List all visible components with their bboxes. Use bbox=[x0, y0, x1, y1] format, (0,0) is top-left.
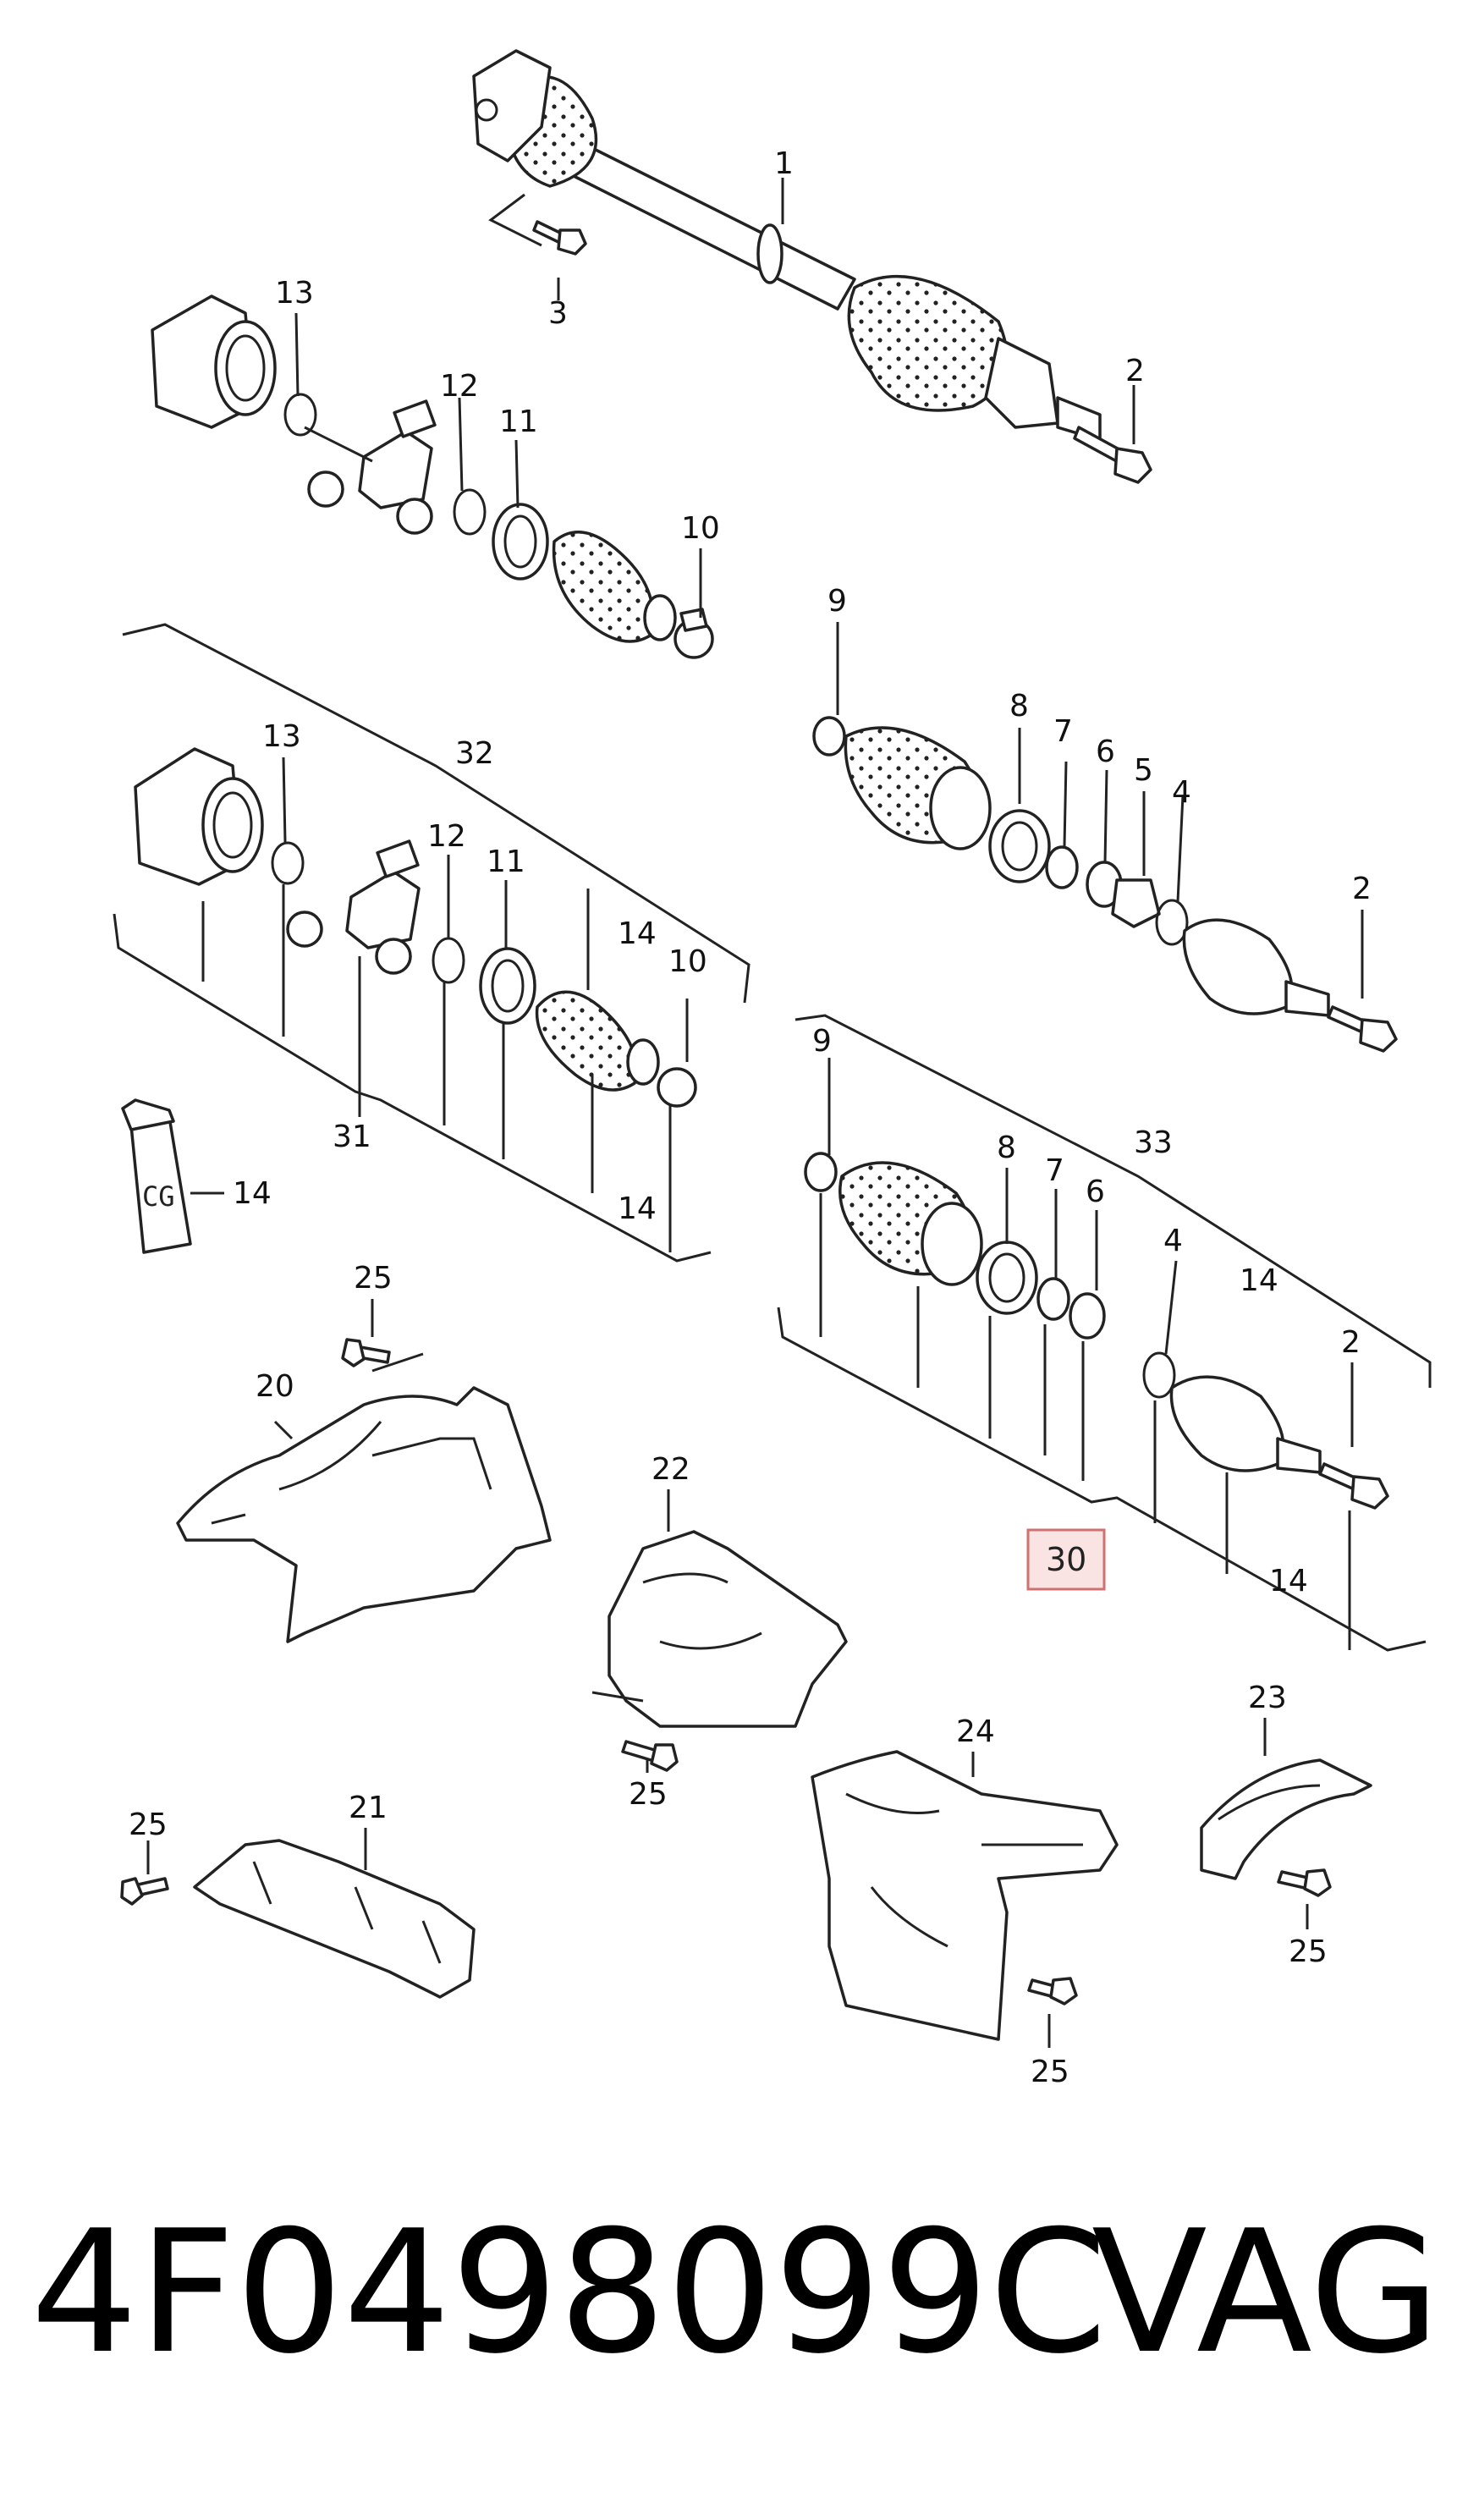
label-33: 33 bbox=[1134, 1125, 1173, 1160]
label-24: 24 bbox=[956, 1714, 995, 1749]
brand-name: VAG bbox=[1091, 2194, 1441, 2391]
heat-shield-21 bbox=[193, 1839, 476, 1999]
label-14-tube: 14 bbox=[233, 1176, 272, 1211]
label-8-top: 8 bbox=[1009, 689, 1029, 724]
outer-joint-parts-top bbox=[812, 716, 1398, 1053]
label-11-top: 11 bbox=[499, 404, 538, 439]
label-25-a: 25 bbox=[354, 1261, 393, 1296]
grease-tube: CG bbox=[121, 1098, 224, 1254]
label-22: 22 bbox=[652, 1452, 690, 1487]
label-9-top: 9 bbox=[827, 584, 847, 619]
leader-lines bbox=[146, 178, 1364, 2048]
bolt-25-e bbox=[1277, 1868, 1332, 1897]
label-2-mid: 2 bbox=[1352, 872, 1372, 906]
heat-shield-22 bbox=[591, 1530, 848, 1728]
part-number: 4F0498099C bbox=[30, 2194, 1108, 2391]
label-4-low: 4 bbox=[1163, 1224, 1183, 1258]
label-25-e: 25 bbox=[1289, 1934, 1328, 1969]
label-14-a: 14 bbox=[618, 916, 657, 951]
label-14-d: 14 bbox=[1269, 1564, 1308, 1598]
label-10-top: 10 bbox=[681, 511, 720, 546]
tube-label: CG bbox=[142, 1180, 175, 1213]
label-6-low: 6 bbox=[1086, 1175, 1105, 1209]
label-5: 5 bbox=[1134, 753, 1153, 788]
bolt-25-c bbox=[120, 1877, 169, 1906]
label-32: 32 bbox=[455, 736, 494, 771]
label-23: 23 bbox=[1248, 1681, 1287, 1715]
part-labels: 1 2 3 13 12 11 10 9 8 7 6 5 4 2 32 13 12… bbox=[129, 146, 1372, 2089]
label-31: 31 bbox=[333, 1120, 371, 1154]
kit-frame-33 bbox=[777, 1014, 1432, 1652]
label-2-low: 2 bbox=[1341, 1325, 1361, 1360]
heat-shield-23 bbox=[1200, 1758, 1372, 1880]
label-4-top: 4 bbox=[1172, 775, 1191, 810]
bolt-25-b bbox=[621, 1740, 679, 1772]
label-2-top: 2 bbox=[1125, 354, 1145, 388]
bolt-25-d bbox=[1027, 1977, 1078, 2006]
label-20: 20 bbox=[256, 1369, 294, 1404]
label-8-low: 8 bbox=[997, 1131, 1016, 1165]
bolt-25-a bbox=[341, 1338, 391, 1367]
heat-shield-20 bbox=[176, 1352, 552, 1643]
label-6-top: 6 bbox=[1096, 735, 1115, 769]
label-3: 3 bbox=[548, 296, 568, 331]
label-1: 1 bbox=[774, 146, 794, 181]
label-11-mid: 11 bbox=[487, 845, 525, 879]
label-25-d: 25 bbox=[1031, 2055, 1069, 2089]
label-9-low: 9 bbox=[812, 1024, 832, 1059]
label-21: 21 bbox=[349, 1791, 388, 1825]
label-25-c: 25 bbox=[129, 1807, 168, 1842]
inner-joint-parts-top bbox=[151, 294, 714, 659]
callout-30: 30 bbox=[1026, 1528, 1106, 1591]
label-25-b: 25 bbox=[629, 1777, 668, 1812]
label-7-top: 7 bbox=[1053, 714, 1073, 749]
label-7-low: 7 bbox=[1045, 1153, 1064, 1188]
label-13-mid: 13 bbox=[262, 719, 301, 754]
label-12-top: 12 bbox=[440, 369, 479, 404]
heat-shield-24 bbox=[811, 1750, 1119, 2041]
label-12-mid: 12 bbox=[427, 819, 466, 854]
label-10-mid: 10 bbox=[668, 944, 707, 979]
callout-30-label: 30 bbox=[1046, 1541, 1086, 1578]
label-14-c: 14 bbox=[1240, 1263, 1278, 1298]
label-13-top: 13 bbox=[275, 276, 314, 311]
kit-frame-31-32 bbox=[113, 623, 750, 1263]
label-14-b: 14 bbox=[618, 1191, 657, 1226]
drive-shaft-assembly bbox=[472, 49, 1152, 484]
